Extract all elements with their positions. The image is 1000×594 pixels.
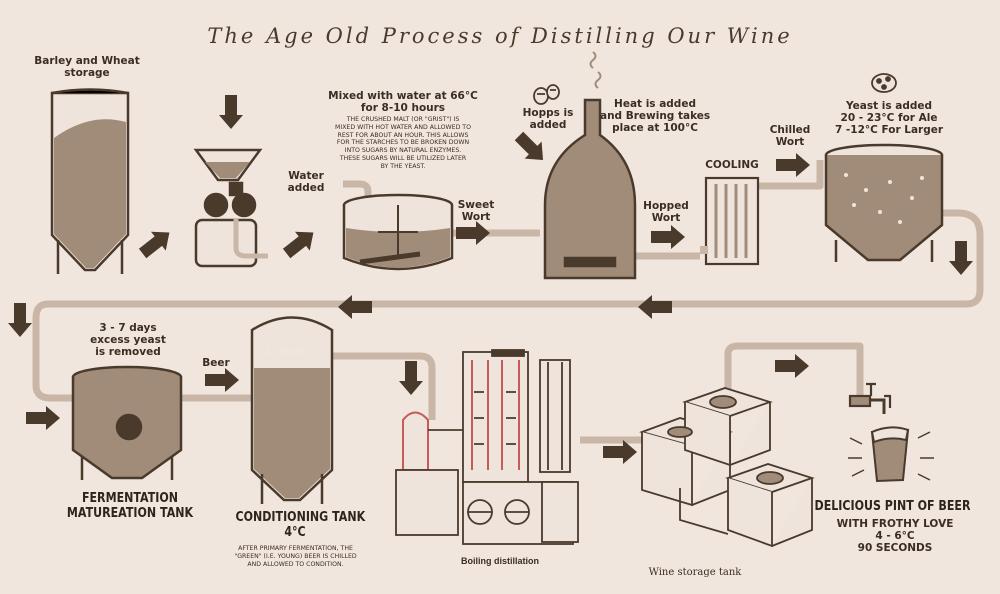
right-arrow-icon (279, 223, 321, 263)
right-arrow-icon (603, 440, 637, 464)
conditioning-description: AFTER PRIMARY FERMENTATION, THE "GREEN" … (234, 545, 357, 568)
right-arrow-icon (26, 406, 60, 430)
down-arrow-icon (8, 303, 32, 337)
mash-tun (342, 193, 454, 271)
sweet-wort-label: Sweet Wort (457, 199, 495, 224)
tap-icon (848, 382, 892, 414)
yeast-fermenter (824, 143, 944, 262)
cooling-label: COOLING (705, 159, 759, 171)
yeast-icon (871, 73, 897, 93)
page-title: The Age Old Process of Distilling Our Wi… (207, 24, 793, 48)
down-arrow-icon (949, 241, 973, 275)
fermentation-tank (71, 365, 183, 480)
down-arrow-icon (399, 361, 423, 395)
grain-mill (193, 148, 268, 268)
beer-label: Beer (202, 357, 230, 369)
one-week-label: 1 Week (265, 346, 309, 358)
hops-icon (533, 84, 560, 105)
fermentation-tank-label: FERMENTATION MATUREATION TANK (66, 491, 194, 521)
storage-label: Barley and Wheat storage (34, 55, 140, 80)
heat-label: Heat is added and Brewing takes place at… (600, 98, 711, 135)
right-arrow-icon (651, 225, 685, 249)
water-added-label: Water added (287, 170, 325, 195)
brew-kettle (543, 51, 637, 280)
steam-icon (589, 51, 602, 89)
chilled-wort-label: Chilled Wort (769, 124, 811, 149)
left-arrow-icon (338, 295, 372, 319)
mix-description: THE CRUSHED MALT (OR "GRIST") IS MIXED W… (335, 116, 471, 170)
right-arrow-icon (456, 221, 490, 245)
pint-details: WITH FROTHY LOVE 4 - 6°C 90 SECONDS (836, 518, 954, 555)
boiling-distillation-label: Boiling distillation (461, 556, 539, 566)
yeast-label: Yeast is added 20 - 23°C for Ale 7 -12°C… (834, 100, 944, 137)
pipe-network (32, 160, 984, 444)
wine-storage-label: Wine storage tank (648, 567, 742, 578)
hopps-label: Hopps is added (522, 107, 574, 132)
right-arrow-icon (776, 153, 810, 177)
down-arrow-icon (219, 95, 243, 129)
down-arrow-icon (510, 127, 552, 169)
beer-glass-icon (848, 426, 934, 483)
left-arrow-icon (638, 295, 672, 319)
right-arrow-icon (205, 368, 239, 392)
conditioning-tank-label: CONDITIONING TANK 4°C (235, 510, 366, 540)
wine-storage-tanks (639, 387, 815, 548)
cooler (700, 176, 760, 266)
right-arrow-icon (135, 223, 177, 263)
days-label: 3 - 7 days excess yeast is removed (90, 322, 166, 359)
hopped-wort-label: Hopped Wort (643, 200, 689, 225)
mix-title: Mixed with water at 66°C for 8-10 hours (328, 90, 478, 115)
storage-silo (50, 88, 130, 274)
right-arrow-icon (775, 354, 809, 378)
conditioning-tank (250, 316, 334, 504)
distillation-still (395, 349, 579, 545)
pint-title: DELICIOUS PINT OF BEER (814, 499, 971, 514)
